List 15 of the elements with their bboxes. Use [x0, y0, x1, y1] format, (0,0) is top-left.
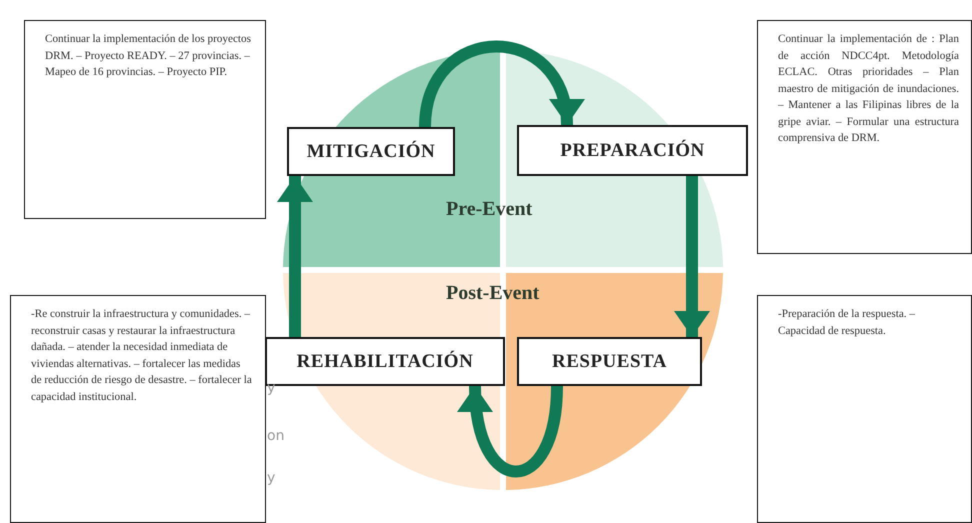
- text-fragment: y: [267, 470, 276, 486]
- phase-box: RESPUESTA: [517, 337, 702, 386]
- note-box: Continuar la implementación de : Plan de acción NDCC4pt. Metodología ECLAC. Otras prioridades – Plan maestro de mitigación de inundaciones. – Mantener a las Filipinas libres de la gripe aviar. – Formular una estructura comprensiva de DRM.: [757, 20, 972, 254]
- cycle-arrow: [277, 176, 313, 337]
- cycle-arrow: [458, 386, 563, 478]
- note-box: -Preparación de la respuesta. – Capacidad de respuesta.: [757, 295, 972, 523]
- text-fragment: on: [267, 428, 284, 444]
- note-box: -Re construir la infraestructura y comunidades. –reconstruir casas y restaurar la infraestructura dañada. – atender la necesidad inmediata de viviendas alternativas. – fortalecer las medidas de reducción de riesgo de desastre. – fortalecer la capacidad institucional.: [10, 295, 266, 523]
- cycle-arrow: [419, 40, 582, 128]
- phase-box: PREPARACIÓN: [517, 125, 748, 176]
- phase-box: MITIGACIÓN: [287, 127, 455, 176]
- phase-box: REHABILITACIÓN: [265, 337, 505, 386]
- note-box: Continuar la implementación de los proyectos DRM. – Proyecto READY. – 27 provincias. – Mapeo de 16 provincias. – Proyecto PIP.: [24, 20, 266, 219]
- cycle-arrow: [674, 176, 710, 337]
- event-label: Post-Event: [446, 282, 540, 305]
